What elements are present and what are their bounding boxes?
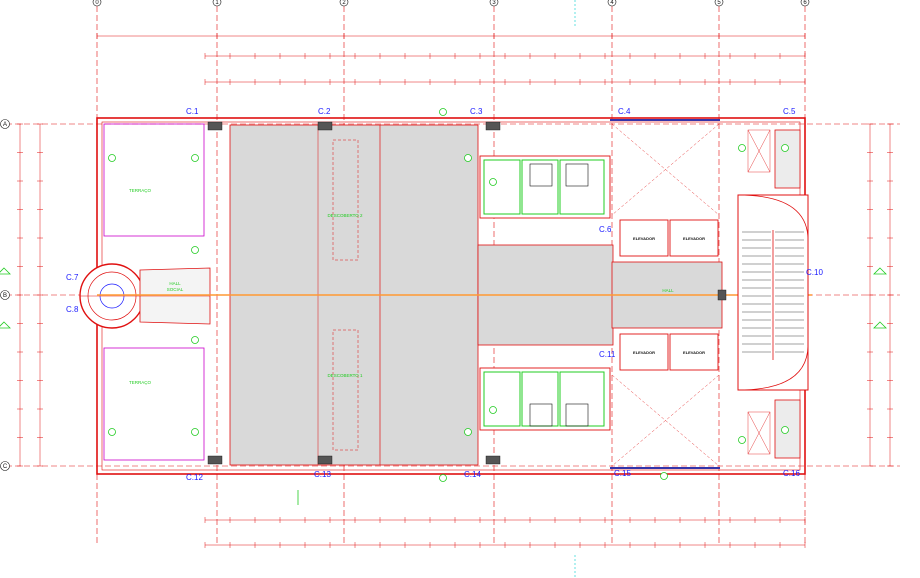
hall-label: HALL: [169, 281, 181, 286]
axis-label-1: 1: [215, 0, 219, 6]
axis-label-A: A: [3, 122, 7, 128]
level-marker: [464, 154, 472, 162]
column-label-c4: C.4: [618, 107, 631, 116]
column-label-c14: C.14: [464, 470, 481, 479]
descoberto-2-label: DESCOBERTO 2: [327, 213, 363, 218]
terraco-label-bottom: TERRAÇO: [129, 380, 152, 385]
level-marker: [781, 144, 789, 152]
level-markers: [108, 108, 789, 482]
axis-label-6: 6: [803, 0, 807, 6]
axis-label-C: C: [3, 464, 8, 470]
level-marker: [781, 426, 789, 434]
stair-treads: [742, 231, 804, 353]
axis-label-5: 5: [717, 0, 721, 6]
elevador-label-4: ELEVADOR: [683, 350, 705, 355]
column-label-c5: C.5: [783, 107, 796, 116]
level-marker: [191, 336, 199, 344]
social-label: SOCIAL: [167, 287, 184, 292]
level-marker: [660, 472, 668, 480]
structural-columns: [207, 121, 727, 465]
level-marker: [464, 428, 472, 436]
column-label-c8: C.8: [66, 305, 79, 314]
shafts-right: [774, 129, 801, 459]
elevator-core: [619, 219, 719, 371]
axis-label-0: 0: [95, 0, 99, 6]
shaft-hatch: [747, 129, 771, 455]
column-label-c7: C.7: [66, 273, 79, 282]
level-marker: [738, 144, 746, 152]
axis-label-3: 3: [492, 0, 496, 6]
column-label-c3: C.3: [470, 107, 483, 116]
wet-core-top: [479, 155, 611, 219]
column-label-c12: C.12: [186, 473, 203, 482]
hall-label-core: HALL: [662, 288, 674, 293]
level-marker: [738, 436, 746, 444]
facade-bands: [610, 119, 720, 469]
level-marker: [191, 154, 199, 162]
elevador-label-2: ELEVADOR: [683, 236, 705, 241]
column-label-c1: C.1: [186, 107, 199, 116]
level-marker: [191, 428, 199, 436]
column-label-c15: C.15: [614, 469, 631, 478]
column-label-c6: C.6: [599, 225, 612, 234]
column-label-c16: C.16: [783, 469, 800, 478]
circular-hall: [79, 263, 211, 329]
wet-core-bottom: [479, 367, 611, 431]
dimension-ticks: [17, 33, 893, 548]
descoberto-1-label: DESCOBERTO 1: [327, 373, 363, 378]
level-marker: [108, 154, 116, 162]
column-label-c11: C.11: [599, 350, 616, 359]
level-marker: [108, 428, 116, 436]
column-label-c10: C.10: [806, 268, 823, 277]
level-marker: [489, 406, 497, 414]
stair-core: [737, 194, 809, 391]
level-marker: [489, 178, 497, 186]
axis-label-4: 4: [610, 0, 614, 6]
column-label-c2: C.2: [318, 107, 331, 116]
section-arrows: [0, 267, 887, 505]
elevador-label-3: ELEVADOR: [633, 350, 655, 355]
axis-label-B: B: [3, 293, 7, 299]
column-label-c13: C.13: [314, 470, 331, 479]
terrace-left: [103, 123, 205, 461]
axis-label-2: 2: [342, 0, 346, 6]
elevador-label-1: ELEVADOR: [633, 236, 655, 241]
axis-bubbles-top: [92, 0, 810, 7]
level-marker: [191, 246, 199, 254]
axis-bubbles-side: [0, 119, 10, 471]
level-marker: [439, 108, 447, 116]
shaft-crosses: [611, 123, 720, 467]
level-marker: [439, 474, 447, 482]
terraco-label-top: TERRAÇO: [129, 188, 152, 193]
